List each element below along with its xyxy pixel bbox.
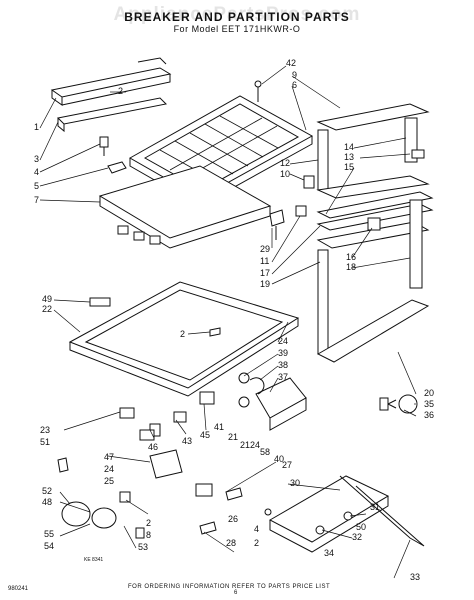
callout-10: 10 xyxy=(280,169,290,179)
callout-labels: 42 9 6 14 13 15 12 10 1 2 3 4 5 7 29 11 … xyxy=(34,58,434,582)
callout-55: 55 xyxy=(44,529,54,539)
callout-47: 47 xyxy=(104,452,114,462)
callout-41: 41 xyxy=(214,422,224,432)
page-number: 6 xyxy=(234,590,238,596)
callout-18: 18 xyxy=(346,262,356,272)
callout-29: 29 xyxy=(260,244,270,254)
callout-15: 15 xyxy=(344,162,354,172)
callout-20: 20 xyxy=(424,388,434,398)
callout-24c: 24 xyxy=(104,464,114,474)
callout-36: 36 xyxy=(424,410,434,420)
callout-26: 26 xyxy=(228,514,238,524)
callout-2c: 2 xyxy=(146,518,151,528)
callout-8: 8 xyxy=(146,530,151,540)
callout-27: 27 xyxy=(282,460,292,470)
callout-22: 22 xyxy=(42,304,52,314)
callout-37: 37 xyxy=(278,372,288,382)
callout-35: 35 xyxy=(424,399,434,409)
callout-21b: 21 xyxy=(240,440,250,450)
callout-2d: 2 xyxy=(254,538,259,548)
bottom-tray-part xyxy=(68,281,300,397)
thermostat-housing-part xyxy=(238,372,307,431)
callout-33: 33 xyxy=(410,572,420,582)
callout-38: 38 xyxy=(278,360,288,370)
callout-16: 16 xyxy=(346,252,356,262)
screw-part xyxy=(254,80,262,102)
callout-32: 32 xyxy=(352,532,362,542)
callout-4: 4 xyxy=(34,167,39,177)
callout-24b: 24 xyxy=(250,440,260,450)
callout-43: 43 xyxy=(182,436,192,446)
leader-lines xyxy=(39,65,417,579)
callout-58: 58 xyxy=(260,447,270,457)
ordering-note: FOR ORDERING INFORMATION REFER TO PARTS … xyxy=(128,584,331,590)
callout-11: 11 xyxy=(260,256,269,266)
callout-23: 23 xyxy=(40,425,50,435)
callout-39: 39 xyxy=(278,348,288,358)
upper-gasket-part xyxy=(316,103,430,199)
callout-21a: 21 xyxy=(228,432,238,442)
callout-48: 48 xyxy=(42,497,52,507)
grille-part xyxy=(268,475,425,553)
fan-motor-part xyxy=(61,491,145,539)
callout-12: 12 xyxy=(280,158,290,168)
callout-40: 40 xyxy=(274,454,284,464)
callout-54: 54 xyxy=(44,541,54,551)
callout-34: 34 xyxy=(324,548,334,558)
callout-49: 49 xyxy=(42,294,52,304)
callout-52: 52 xyxy=(42,486,52,496)
callout-25: 25 xyxy=(104,476,114,486)
callout-19: 19 xyxy=(260,279,270,289)
control-switch-part xyxy=(57,391,215,479)
breaker-strip-part xyxy=(50,57,172,133)
document-code: 980241 xyxy=(8,586,29,592)
callout-1: 1 xyxy=(34,122,39,132)
callout-24a: 24 xyxy=(278,336,288,346)
page-title: BREAKER AND PARTITION PARTS xyxy=(124,10,350,24)
callout-2b: 2 xyxy=(180,329,185,339)
callout-7: 7 xyxy=(34,195,39,205)
callout-46: 46 xyxy=(148,442,158,452)
small-bracket-part xyxy=(195,483,272,535)
callout-13: 13 xyxy=(344,152,354,162)
light-bulb-part xyxy=(379,394,418,414)
callout-42: 42 xyxy=(286,58,296,68)
callout-6: 6 xyxy=(292,80,297,90)
partition-strip-part xyxy=(316,191,434,231)
clip-part xyxy=(99,136,127,174)
callout-2a: 2 xyxy=(118,86,123,96)
callout-51: 51 xyxy=(40,437,50,447)
hinge-part xyxy=(269,175,315,240)
callout-5: 5 xyxy=(34,181,39,191)
model-subtitle: For Model EET 171HKWR-O xyxy=(173,24,301,34)
watermark: AppliancePartsPros.com xyxy=(113,4,361,25)
callout-45: 45 xyxy=(200,430,210,440)
callout-14: 14 xyxy=(344,142,354,152)
callout-9: 9 xyxy=(292,70,297,80)
callout-28: 28 xyxy=(226,538,236,548)
callout-50: 50 xyxy=(356,522,366,532)
callout-30: 30 xyxy=(290,478,300,488)
grill-frame-part xyxy=(98,95,314,249)
drawing-stamp: KE 8341 xyxy=(84,557,104,563)
callout-4b: 4 xyxy=(254,524,259,534)
callout-53: 53 xyxy=(138,542,148,552)
callout-3: 3 xyxy=(34,154,39,164)
callout-17: 17 xyxy=(260,268,270,278)
lower-gasket-part xyxy=(316,199,430,363)
callout-31: 31 xyxy=(370,502,380,512)
